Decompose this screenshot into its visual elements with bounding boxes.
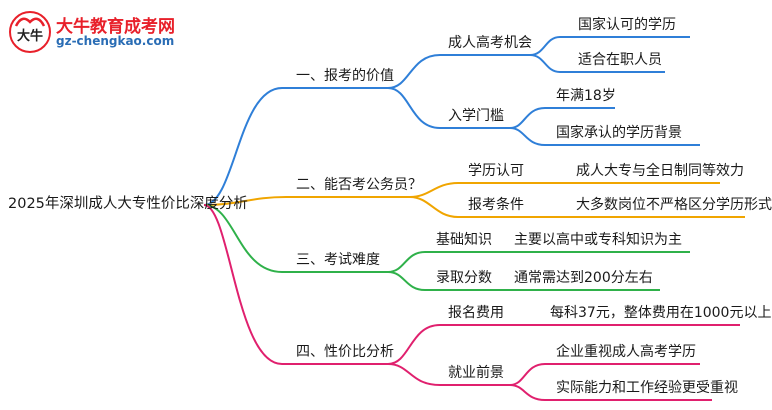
logo-url: gz-chengkao.com [56, 34, 175, 48]
root-connector-2 [203, 196, 287, 206]
leaf-2-2-1[interactable]: 大多数岗位不严格区分学历形式 [576, 197, 772, 213]
leaf-1-1-1[interactable]: 国家认可的学历 [578, 17, 676, 33]
root-connector-3 [203, 204, 283, 273]
subtopic-4-1[interactable]: 报名费用 [448, 305, 504, 321]
root-connector-4 [203, 204, 283, 365]
subtopic-4-2[interactable]: 就业前景 [448, 365, 504, 381]
mindmap-connectors [203, 36, 745, 401]
branch-topic-1[interactable]: 一、报考的价值 [296, 68, 394, 84]
subtopic-2-2[interactable]: 报考条件 [468, 197, 524, 213]
subtopic-2-1[interactable]: 学历认可 [468, 163, 524, 179]
b2-child-connector-2 [409, 196, 459, 218]
branch-topic-3[interactable]: 三、考试难度 [296, 252, 380, 268]
logo-name: 大牛教育成考网 [56, 17, 175, 37]
subtopic-3-1[interactable]: 基础知识 [436, 232, 492, 248]
b3-child-connector-2 [387, 271, 426, 291]
b1-child-connector-1 [387, 54, 441, 89]
b1c2-leaf-connector-2 [509, 127, 546, 146]
b4c2-leaf-connector-2 [509, 384, 546, 401]
b3-child-connector-1 [387, 251, 426, 273]
subtopic-1-1[interactable]: 成人高考机会 [448, 35, 532, 51]
b4c2-leaf-connector-1 [509, 363, 546, 386]
subtopic-1-2[interactable]: 入学门槛 [448, 108, 504, 124]
b4-child-connector-1 [387, 324, 441, 365]
b1c2-leaf-connector-1 [509, 107, 546, 129]
leaf-1-2-2[interactable]: 国家承认的学历背景 [556, 125, 682, 141]
bull-logo-icon: 大牛 [9, 11, 51, 53]
logo-mark-text: 大牛 [17, 28, 43, 44]
b1c1-leaf-connector-2 [529, 54, 561, 73]
root-connector-1 [203, 87, 283, 206]
subtopic-3-2[interactable]: 录取分数 [436, 270, 492, 286]
site-logo[interactable]: 大牛 大牛教育成考网 gz-chengkao.com [8, 10, 208, 54]
leaf-1-1-2[interactable]: 适合在职人员 [578, 52, 662, 68]
branch-topic-4[interactable]: 四、性价比分析 [296, 344, 394, 360]
leaf-4-2-2[interactable]: 实际能力和工作经验更受重视 [556, 380, 738, 396]
branch-topic-2[interactable]: 二、能否考公务员？ [296, 177, 422, 193]
leaf-2-1-1[interactable]: 成人大专与全日制同等效力 [576, 163, 744, 179]
root-topic[interactable]: 2025年深圳成人大专性价比深度分析 [8, 196, 248, 212]
leaf-4-2-1[interactable]: 企业重视成人高考学历 [556, 344, 696, 360]
leaf-3-1-1[interactable]: 主要以高中或专科知识为主 [514, 232, 682, 248]
b4-child-connector-2 [387, 363, 441, 386]
b1-child-connector-2 [387, 87, 441, 129]
b1c1-leaf-connector-1 [529, 36, 561, 56]
leaf-1-2-1[interactable]: 年满18岁 [556, 88, 616, 104]
leaf-3-2-1[interactable]: 通常需达到200分左右 [514, 270, 653, 286]
leaf-4-1-1[interactable]: 每科37元，整体费用在1000元以上 [550, 305, 772, 321]
